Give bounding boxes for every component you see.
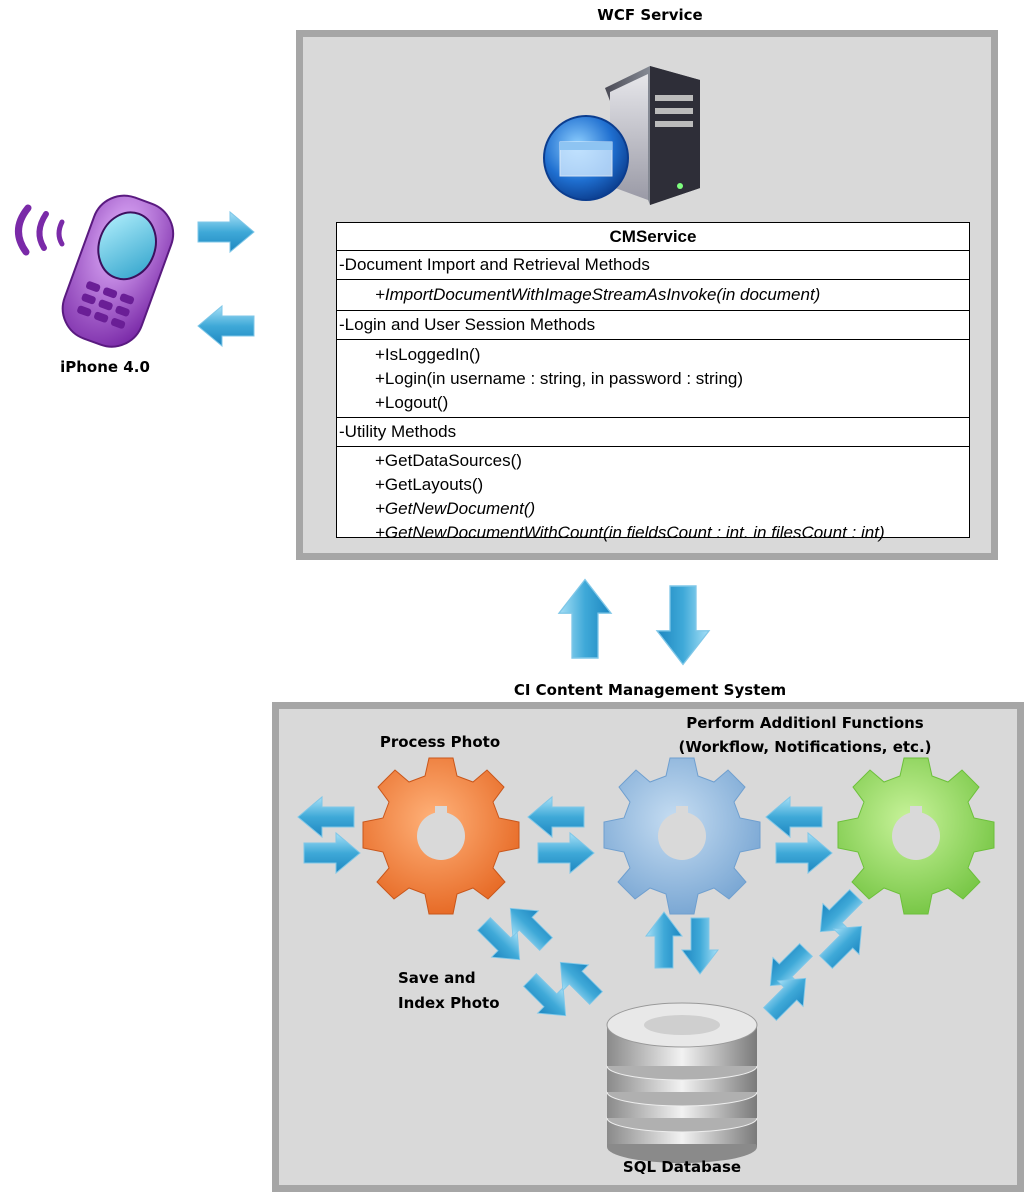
op-is-logged-in: +IsLoggedIn() bbox=[375, 345, 481, 364]
ops-login: +IsLoggedIn() +Login(in username : strin… bbox=[337, 340, 969, 418]
process-photo-label: Process Photo bbox=[379, 733, 501, 751]
arrow-to-service bbox=[197, 211, 255, 253]
op-import-document: +ImportDocumentWithImageStreamAsInvoke(i… bbox=[375, 285, 821, 304]
wcf-service-title: WCF Service bbox=[597, 6, 703, 24]
sql-database-label: SQL Database bbox=[622, 1158, 742, 1176]
op-logout: +Logout() bbox=[375, 393, 449, 412]
cms-box bbox=[272, 702, 1024, 1192]
cmservice-class: CMService -Document Import and Retrieval… bbox=[336, 222, 970, 542]
arrow-up-to-service bbox=[558, 578, 612, 659]
arrow-down-to-cms bbox=[656, 585, 710, 666]
save-index-label-line1: Save and bbox=[398, 969, 476, 987]
additional-functions-label-line1: Perform Additionl Functions bbox=[686, 714, 924, 732]
additional-functions-label-line2: (Workflow, Notifications, etc.) bbox=[678, 738, 932, 756]
op-get-layouts: +GetLayouts() bbox=[375, 475, 484, 494]
op-get-new-document-with-count: +GetNewDocumentWithCount(in fieldsCount … bbox=[375, 523, 885, 542]
ops-document: +ImportDocumentWithImageStreamAsInvoke(i… bbox=[337, 280, 969, 311]
section-login-methods: -Login and User Session Methods bbox=[337, 311, 969, 340]
op-login: +Login(in username : string, in password… bbox=[375, 369, 744, 388]
section-utility-methods: -Utility Methods bbox=[337, 418, 969, 447]
op-get-new-document: +GetNewDocument() bbox=[375, 499, 536, 518]
phone-label: iPhone 4.0 bbox=[60, 358, 150, 376]
ops-utility: +GetDataSources() +GetLayouts() +GetNewD… bbox=[337, 447, 969, 545]
class-name: CMService bbox=[337, 223, 969, 251]
section-document-methods: -Document Import and Retrieval Methods bbox=[337, 251, 969, 280]
arrow-to-phone bbox=[197, 305, 255, 347]
save-index-label-line2: Index Photo bbox=[398, 994, 500, 1012]
op-get-data-sources: +GetDataSources() bbox=[375, 451, 522, 470]
phone-icon bbox=[15, 194, 175, 348]
cms-title: CI Content Management System bbox=[513, 681, 787, 699]
